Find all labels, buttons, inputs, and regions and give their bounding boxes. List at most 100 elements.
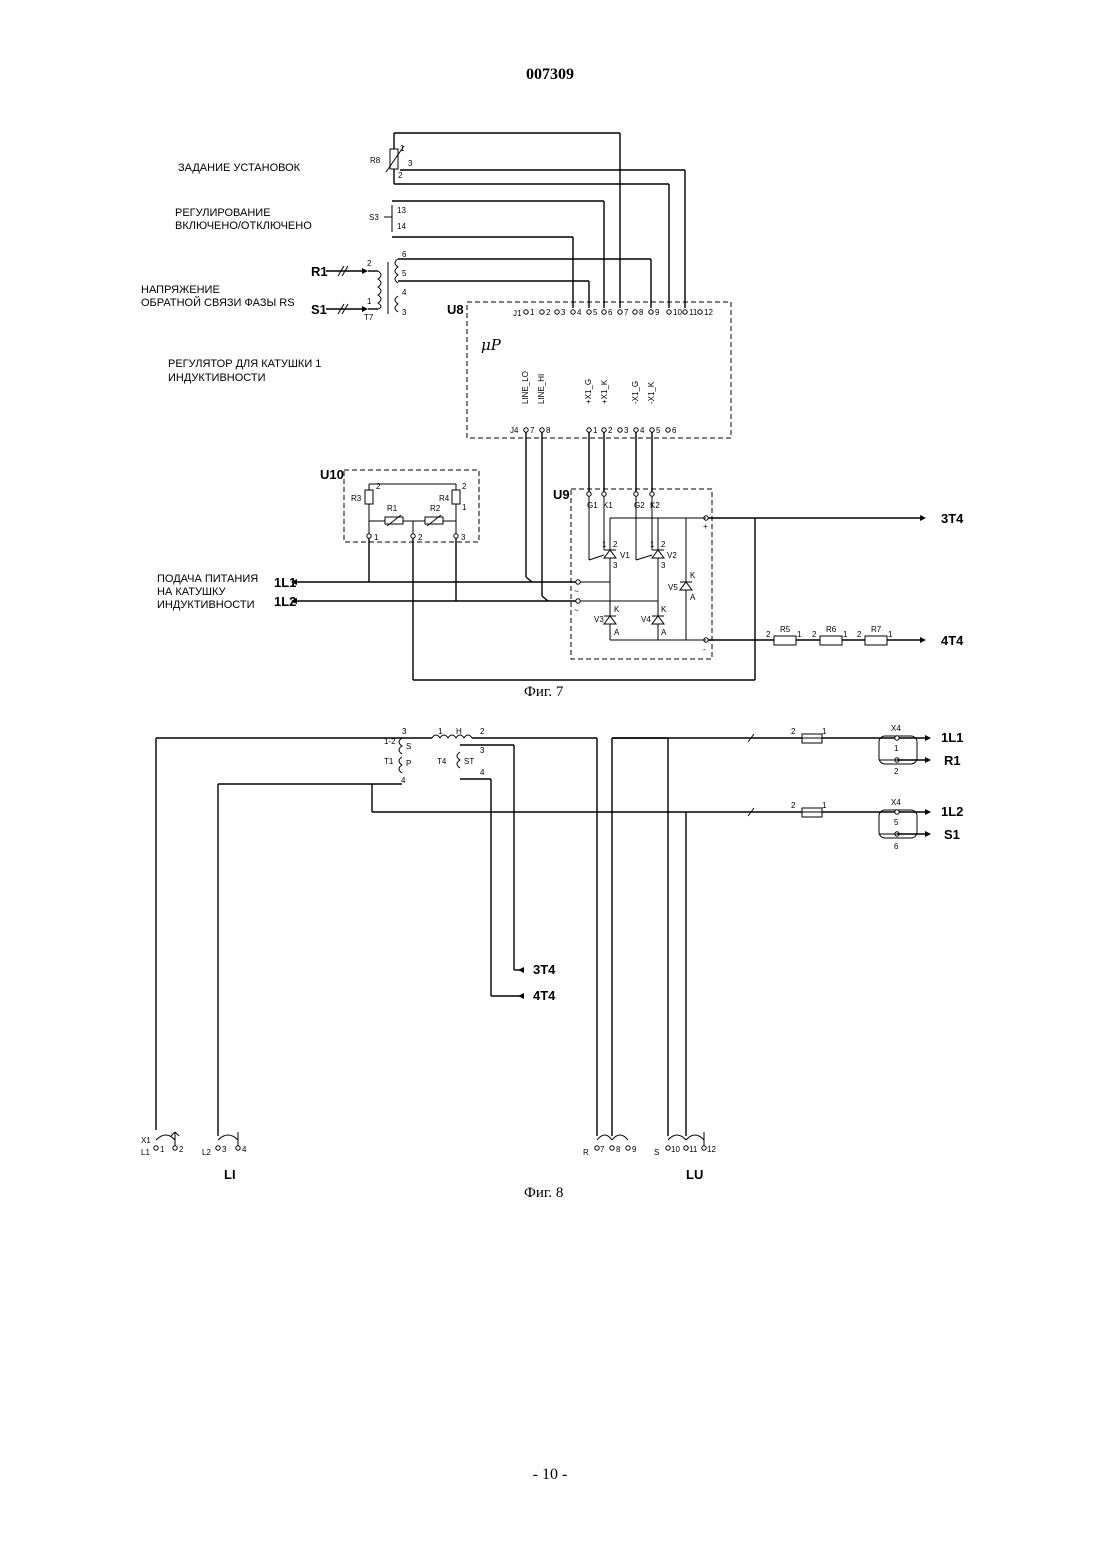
svg-text:1: 1 bbox=[894, 744, 899, 753]
svg-text:4: 4 bbox=[640, 426, 645, 435]
svg-text:13: 13 bbox=[397, 206, 406, 215]
svg-text:J4: J4 bbox=[510, 426, 519, 435]
svg-text:V1: V1 bbox=[620, 551, 630, 560]
svg-text:8: 8 bbox=[639, 308, 644, 317]
svg-text:P: P bbox=[406, 759, 411, 768]
regulator-label-line2: ИНДУКТИВНОСТИ bbox=[168, 372, 266, 384]
svg-text:μP: μP bbox=[481, 336, 502, 354]
svg-text:~: ~ bbox=[574, 587, 579, 596]
svg-text:R: R bbox=[583, 1148, 589, 1157]
svg-text:2: 2 bbox=[179, 1145, 184, 1154]
fig7-diagram: ЗАДАНИЕ УСТАНОВОК РЕГУЛИРОВАНИЕ ВКЛЮЧЕНО… bbox=[141, 133, 964, 700]
svg-text:K: K bbox=[661, 605, 667, 614]
output-1l1-label: 1L1 bbox=[941, 730, 963, 745]
svg-text:14: 14 bbox=[397, 222, 406, 231]
input-3t4-label: 3T4 bbox=[533, 962, 556, 977]
svg-text:11: 11 bbox=[689, 308, 698, 317]
svg-text:2: 2 bbox=[791, 801, 796, 810]
svg-text:S: S bbox=[406, 742, 411, 751]
svg-text:12: 12 bbox=[704, 308, 713, 317]
svg-text:1: 1 bbox=[438, 727, 443, 736]
regulation-label-line1: РЕГУЛИРОВАНИЕ bbox=[175, 207, 271, 219]
svg-text:R1: R1 bbox=[387, 504, 398, 513]
svg-text:3: 3 bbox=[222, 1145, 227, 1154]
svg-text:L2: L2 bbox=[202, 1148, 211, 1157]
regulation-label-line2: ВКЛЮЧЕНО/ОТКЛЮЧЕНО bbox=[175, 220, 312, 232]
li-label: LI bbox=[224, 1167, 236, 1182]
svg-text:R1: R1 bbox=[311, 264, 328, 279]
svg-text:2: 2 bbox=[857, 630, 862, 639]
svg-text:U8: U8 bbox=[447, 302, 464, 317]
svg-text:A: A bbox=[614, 628, 620, 637]
x4-terminal-b: X4 5 6 bbox=[879, 798, 917, 851]
svg-text:R6: R6 bbox=[826, 625, 837, 634]
svg-text:12: 12 bbox=[707, 1145, 716, 1154]
u9-thyristor-bridge: U9 G1 K1 G2 K2 ~ ~ + - 12 V1 3 12 bbox=[553, 487, 712, 659]
svg-text:2: 2 bbox=[398, 171, 403, 180]
resistor-chain: 2 R5 1 2 R6 1 2 R7 1 bbox=[766, 625, 893, 645]
svg-text:1: 1 bbox=[822, 801, 827, 810]
svg-text:8: 8 bbox=[546, 426, 551, 435]
setpoint-label: ЗАДАНИЕ УСТАНОВОК bbox=[178, 162, 301, 174]
svg-text:6: 6 bbox=[608, 308, 613, 317]
output-s1-label: S1 bbox=[944, 827, 960, 842]
input-4t4-label: 4T4 bbox=[533, 988, 556, 1003]
svg-text:J1: J1 bbox=[513, 309, 522, 318]
output-1l2-label: 1L2 bbox=[941, 804, 963, 819]
svg-text:R2: R2 bbox=[430, 504, 441, 513]
svg-text:3: 3 bbox=[461, 533, 466, 542]
svg-text:LINE_HI: LINE_HI bbox=[537, 374, 546, 404]
svg-text:S3: S3 bbox=[369, 213, 379, 222]
svg-text:2: 2 bbox=[608, 426, 613, 435]
svg-text:R4: R4 bbox=[439, 494, 450, 503]
svg-text:ST: ST bbox=[464, 757, 474, 766]
svg-text:10: 10 bbox=[673, 308, 682, 317]
u10-block: U10 R3 2 R4 2 1 R1 R2 1 2 bbox=[320, 467, 479, 542]
svg-text:7: 7 bbox=[600, 1145, 605, 1154]
svg-text:V5: V5 bbox=[668, 583, 678, 592]
svg-text:5: 5 bbox=[894, 818, 899, 827]
svg-text:5: 5 bbox=[656, 426, 661, 435]
output-4t4-label: 4T4 bbox=[941, 633, 964, 648]
u8-top-pins: 1 2 3 4 5 6 7 8 9 10 11 12 bbox=[524, 308, 714, 317]
svg-text:1: 1 bbox=[593, 426, 598, 435]
svg-text:3: 3 bbox=[402, 308, 407, 317]
svg-text:X4: X4 bbox=[891, 724, 901, 733]
svg-text:2: 2 bbox=[480, 727, 485, 736]
u8-microprocessor: U8 μP J1 J4 LINE_LO LINE_HI +X1_G +X1_K … bbox=[447, 302, 731, 438]
svg-text:2: 2 bbox=[367, 259, 372, 268]
svg-text:4: 4 bbox=[577, 308, 582, 317]
svg-text:2: 2 bbox=[462, 482, 467, 491]
svg-text:A: A bbox=[690, 593, 696, 602]
svg-text:7: 7 bbox=[530, 426, 535, 435]
output-r1-label: R1 bbox=[944, 753, 961, 768]
svg-text:S: S bbox=[654, 1148, 659, 1157]
svg-text:5: 5 bbox=[402, 269, 407, 278]
svg-text:-X1_K: -X1_K bbox=[647, 381, 656, 404]
svg-text:-X1_G: -X1_G bbox=[631, 381, 640, 404]
svg-text:T7: T7 bbox=[364, 313, 374, 322]
svg-text:1: 1 bbox=[462, 503, 467, 512]
page-number: - 10 - bbox=[0, 1466, 1100, 1484]
supply-label-line3: ИНДУКТИВНОСТИ bbox=[157, 599, 255, 611]
svg-text:2: 2 bbox=[791, 727, 796, 736]
svg-text:9: 9 bbox=[655, 308, 660, 317]
r8-potentiometer: R8 1 3 2 bbox=[370, 144, 413, 180]
svg-text:K: K bbox=[690, 571, 696, 580]
fig8-caption: Фиг. 8 bbox=[524, 1185, 563, 1201]
svg-text:8: 8 bbox=[616, 1145, 621, 1154]
fig7-caption: Фиг. 7 bbox=[524, 684, 564, 700]
svg-text:4: 4 bbox=[480, 768, 485, 777]
svg-text:1: 1 bbox=[530, 308, 535, 317]
svg-text:3: 3 bbox=[402, 727, 407, 736]
terminal-l2: L2 3 4 bbox=[202, 1132, 247, 1157]
s3-switch: S3 13 14 bbox=[369, 205, 406, 232]
svg-text:LINE_LO: LINE_LO bbox=[521, 371, 530, 404]
u8-bottom-pins: 7 8 1 2 3 4 5 6 bbox=[524, 426, 677, 435]
svg-text:5: 5 bbox=[593, 308, 598, 317]
terminal-s: S 10 11 12 bbox=[654, 1132, 716, 1157]
svg-text:R5: R5 bbox=[780, 625, 791, 634]
svg-text:6: 6 bbox=[672, 426, 677, 435]
svg-text:R3: R3 bbox=[351, 494, 362, 503]
